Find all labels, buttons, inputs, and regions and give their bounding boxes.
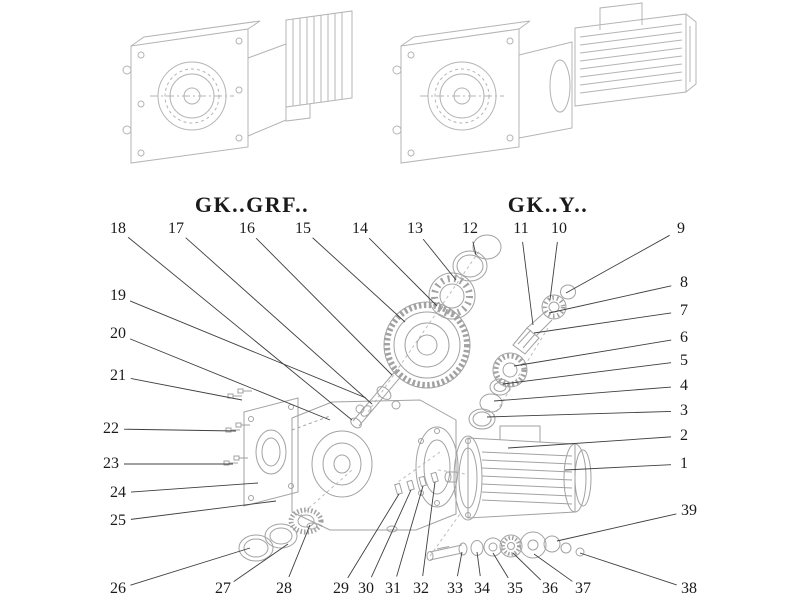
leader-line-3 [486, 410, 672, 418]
callout-10: 10 [551, 220, 567, 237]
callout-33: 33 [447, 580, 463, 597]
leader-line-17 [185, 237, 373, 405]
callout-17: 17 [168, 220, 184, 237]
output-shaft-kit-drawing [426, 531, 585, 561]
callout-6: 6 [680, 329, 688, 346]
leader-line-39 [556, 513, 677, 542]
leader-line-28 [288, 524, 311, 578]
leader-line-21 [130, 378, 243, 401]
leader-line-10 [549, 241, 558, 301]
gearbox-y-drawing [392, 2, 697, 164]
leader-line-24 [130, 482, 259, 493]
leader-line-1 [564, 464, 672, 471]
callout-18: 18 [110, 220, 126, 237]
callout-21: 21 [110, 367, 126, 384]
flange-bolts-drawing [223, 388, 252, 466]
callout-8: 8 [680, 274, 688, 291]
leader-line-31 [396, 485, 424, 577]
callout-14: 14 [352, 220, 368, 237]
leader-line-35 [492, 552, 509, 579]
leader-line-14 [368, 237, 438, 307]
leader-line-13 [422, 238, 457, 281]
callout-16: 16 [239, 220, 255, 237]
variant-label-grf: GK..GRF.. [194, 192, 310, 217]
callout-5: 5 [680, 352, 688, 369]
leader-line-22 [123, 428, 237, 432]
callout-32: 32 [413, 580, 429, 597]
callout-23: 23 [103, 455, 119, 472]
leader-line-5 [502, 362, 672, 385]
callout-4: 4 [680, 377, 688, 394]
callout-37: 37 [575, 580, 591, 597]
leader-line-32 [422, 481, 436, 577]
leader-line-36 [512, 552, 541, 581]
leader-line-2 [507, 436, 672, 449]
callout-26: 26 [110, 580, 126, 597]
leader-line-37 [533, 553, 573, 582]
callout-9: 9 [677, 220, 685, 237]
leader-line-4 [493, 386, 672, 402]
gearbox-grf-drawing [122, 10, 353, 164]
leader-line-20 [129, 338, 331, 421]
callout-20: 20 [110, 325, 126, 342]
callout-15: 15 [295, 220, 311, 237]
leader-line-27 [233, 543, 289, 582]
variant-label-y: GK..Y.. [507, 192, 589, 217]
callout-25: 25 [110, 512, 126, 529]
callout-29: 29 [333, 580, 349, 597]
leader-line-8 [548, 285, 672, 314]
leader-line-18 [127, 236, 353, 421]
callout-28: 28 [276, 580, 292, 597]
leader-line-19 [129, 300, 367, 399]
leader-line-38 [579, 552, 677, 586]
callout-27: 27 [215, 580, 231, 597]
callout-13: 13 [407, 220, 423, 237]
callout-22: 22 [103, 420, 119, 437]
assembly-axis-lines [299, 249, 549, 557]
leader-lines [123, 234, 677, 586]
leader-line-15 [312, 237, 406, 323]
gear-and-rings-drawing [468, 352, 528, 430]
callout-24: 24 [110, 484, 126, 501]
leader-line-11 [522, 241, 534, 326]
leader-line-29 [347, 493, 400, 579]
callout-11: 11 [513, 220, 529, 237]
leader-line-6 [513, 339, 672, 367]
flange-plate-drawing [243, 397, 299, 507]
callout-36: 36 [542, 580, 558, 597]
callout-34: 34 [474, 580, 490, 597]
shim-ring-stack-drawing [238, 507, 324, 562]
callout-12: 12 [462, 220, 478, 237]
callout-3: 3 [680, 402, 688, 419]
leader-line-33 [456, 551, 463, 577]
callout-19: 19 [110, 287, 126, 304]
leader-line-25 [130, 500, 277, 520]
motor-drawing [444, 425, 592, 521]
callout-30: 30 [358, 580, 374, 597]
exploded-view-drawing [223, 234, 592, 562]
callout-38: 38 [681, 580, 697, 597]
input-gear-shaft-drawing [350, 234, 502, 429]
callout-31: 31 [385, 580, 401, 597]
fastener-parts-drawing [394, 471, 439, 495]
input-pinion-drawing [512, 284, 576, 355]
gear-housing-drawing [291, 399, 459, 533]
callout-7: 7 [680, 302, 688, 319]
callout-35: 35 [507, 580, 523, 597]
callout-39: 39 [681, 502, 697, 519]
leader-line-26 [130, 547, 251, 586]
callout-2: 2 [680, 427, 688, 444]
leader-line-7 [533, 312, 672, 334]
leader-line-9 [565, 234, 670, 294]
leader-line-34 [476, 551, 481, 577]
leader-line-16 [255, 237, 393, 376]
callout-1: 1 [680, 455, 688, 472]
leader-line-30 [370, 489, 412, 578]
leader-line-12 [472, 241, 477, 256]
